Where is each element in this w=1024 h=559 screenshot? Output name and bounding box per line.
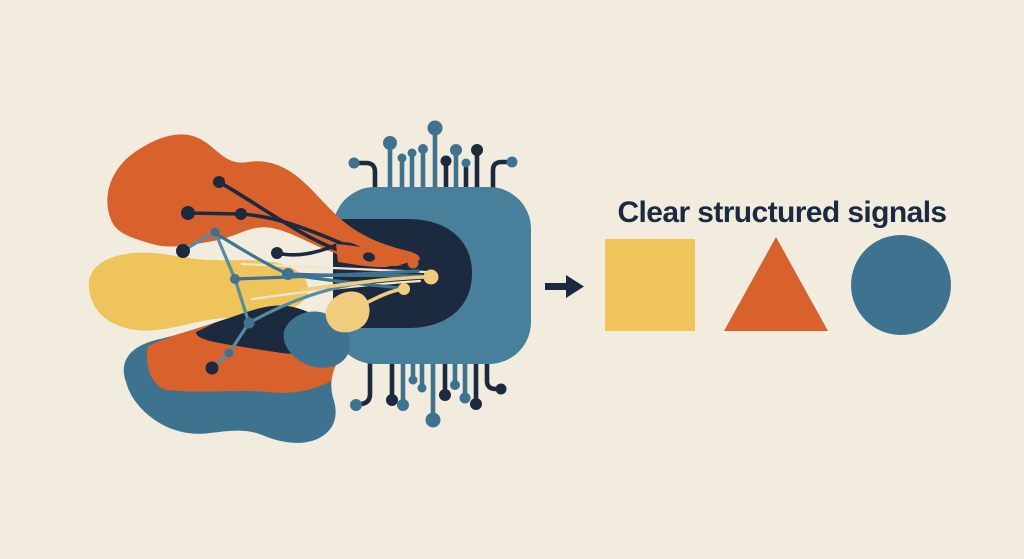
wire-end-dot [423,269,439,285]
chip-pin-dot [397,153,407,163]
wire-node-dot [243,317,255,329]
chip-pin-dot [383,136,397,150]
chip-pin-dot [459,392,471,404]
chip-pin-line [358,359,373,407]
chip-pin-dot [470,398,482,410]
wire-node-dot [282,268,294,280]
wire-node-dot [271,247,283,259]
chip-pin-line [484,359,499,392]
chip-pin-dot [386,394,398,406]
chip-pin-dot [418,144,428,154]
wire-nodes [176,176,294,375]
chip-pin-dot [495,383,507,395]
chip-pin-dot [408,375,418,385]
wire-node-dot [224,348,234,358]
wire-node-dot [230,274,240,284]
chip-pin-dot [350,399,362,411]
petal-dot [398,283,410,295]
orange-tail-tip [336,244,419,269]
wire-node-dot [181,206,195,220]
square-shape [605,239,695,331]
wire-path [300,275,426,292]
chip-pin-line [356,160,378,193]
petal-stem [358,288,400,308]
chip-pin-dot [450,380,460,390]
orange-blob [107,134,421,266]
chip-pin-dot [417,383,427,393]
chip-pin-dot [471,144,483,156]
circle-shape [851,235,951,335]
chip-pins-bottom [350,359,507,428]
wire-node-dot [235,208,247,220]
chip-pin-line [490,159,510,193]
tail-node [363,252,375,262]
tail-spike [386,256,408,266]
petal-shape [325,291,370,333]
output-shapes [605,235,951,335]
chip-pin-dot [461,158,471,168]
chip-pin-dot [425,412,441,428]
chip-pins-top [348,120,518,193]
chip-pin-dot [348,157,360,169]
triangle-shape [724,237,828,331]
right-arrow-icon [545,275,584,298]
chip-pin-dot [407,148,417,158]
chip-pin-dot [397,399,409,411]
wire-path [233,269,420,281]
chip-pin-dot [450,144,462,156]
wire-node-dot [213,176,225,188]
yellow-petal [325,269,439,333]
chip-pin-dot [440,155,452,167]
chip-pin-dot [506,156,518,168]
chip-pin-dot [439,389,451,401]
wire-node-dot [176,244,190,258]
tail-end-dot [407,257,419,269]
clear-signals-title: Clear structured signals [617,196,946,229]
chip-pin-dot [427,120,443,136]
wire-node-dot [205,361,219,375]
wire-node-dot [210,227,220,237]
